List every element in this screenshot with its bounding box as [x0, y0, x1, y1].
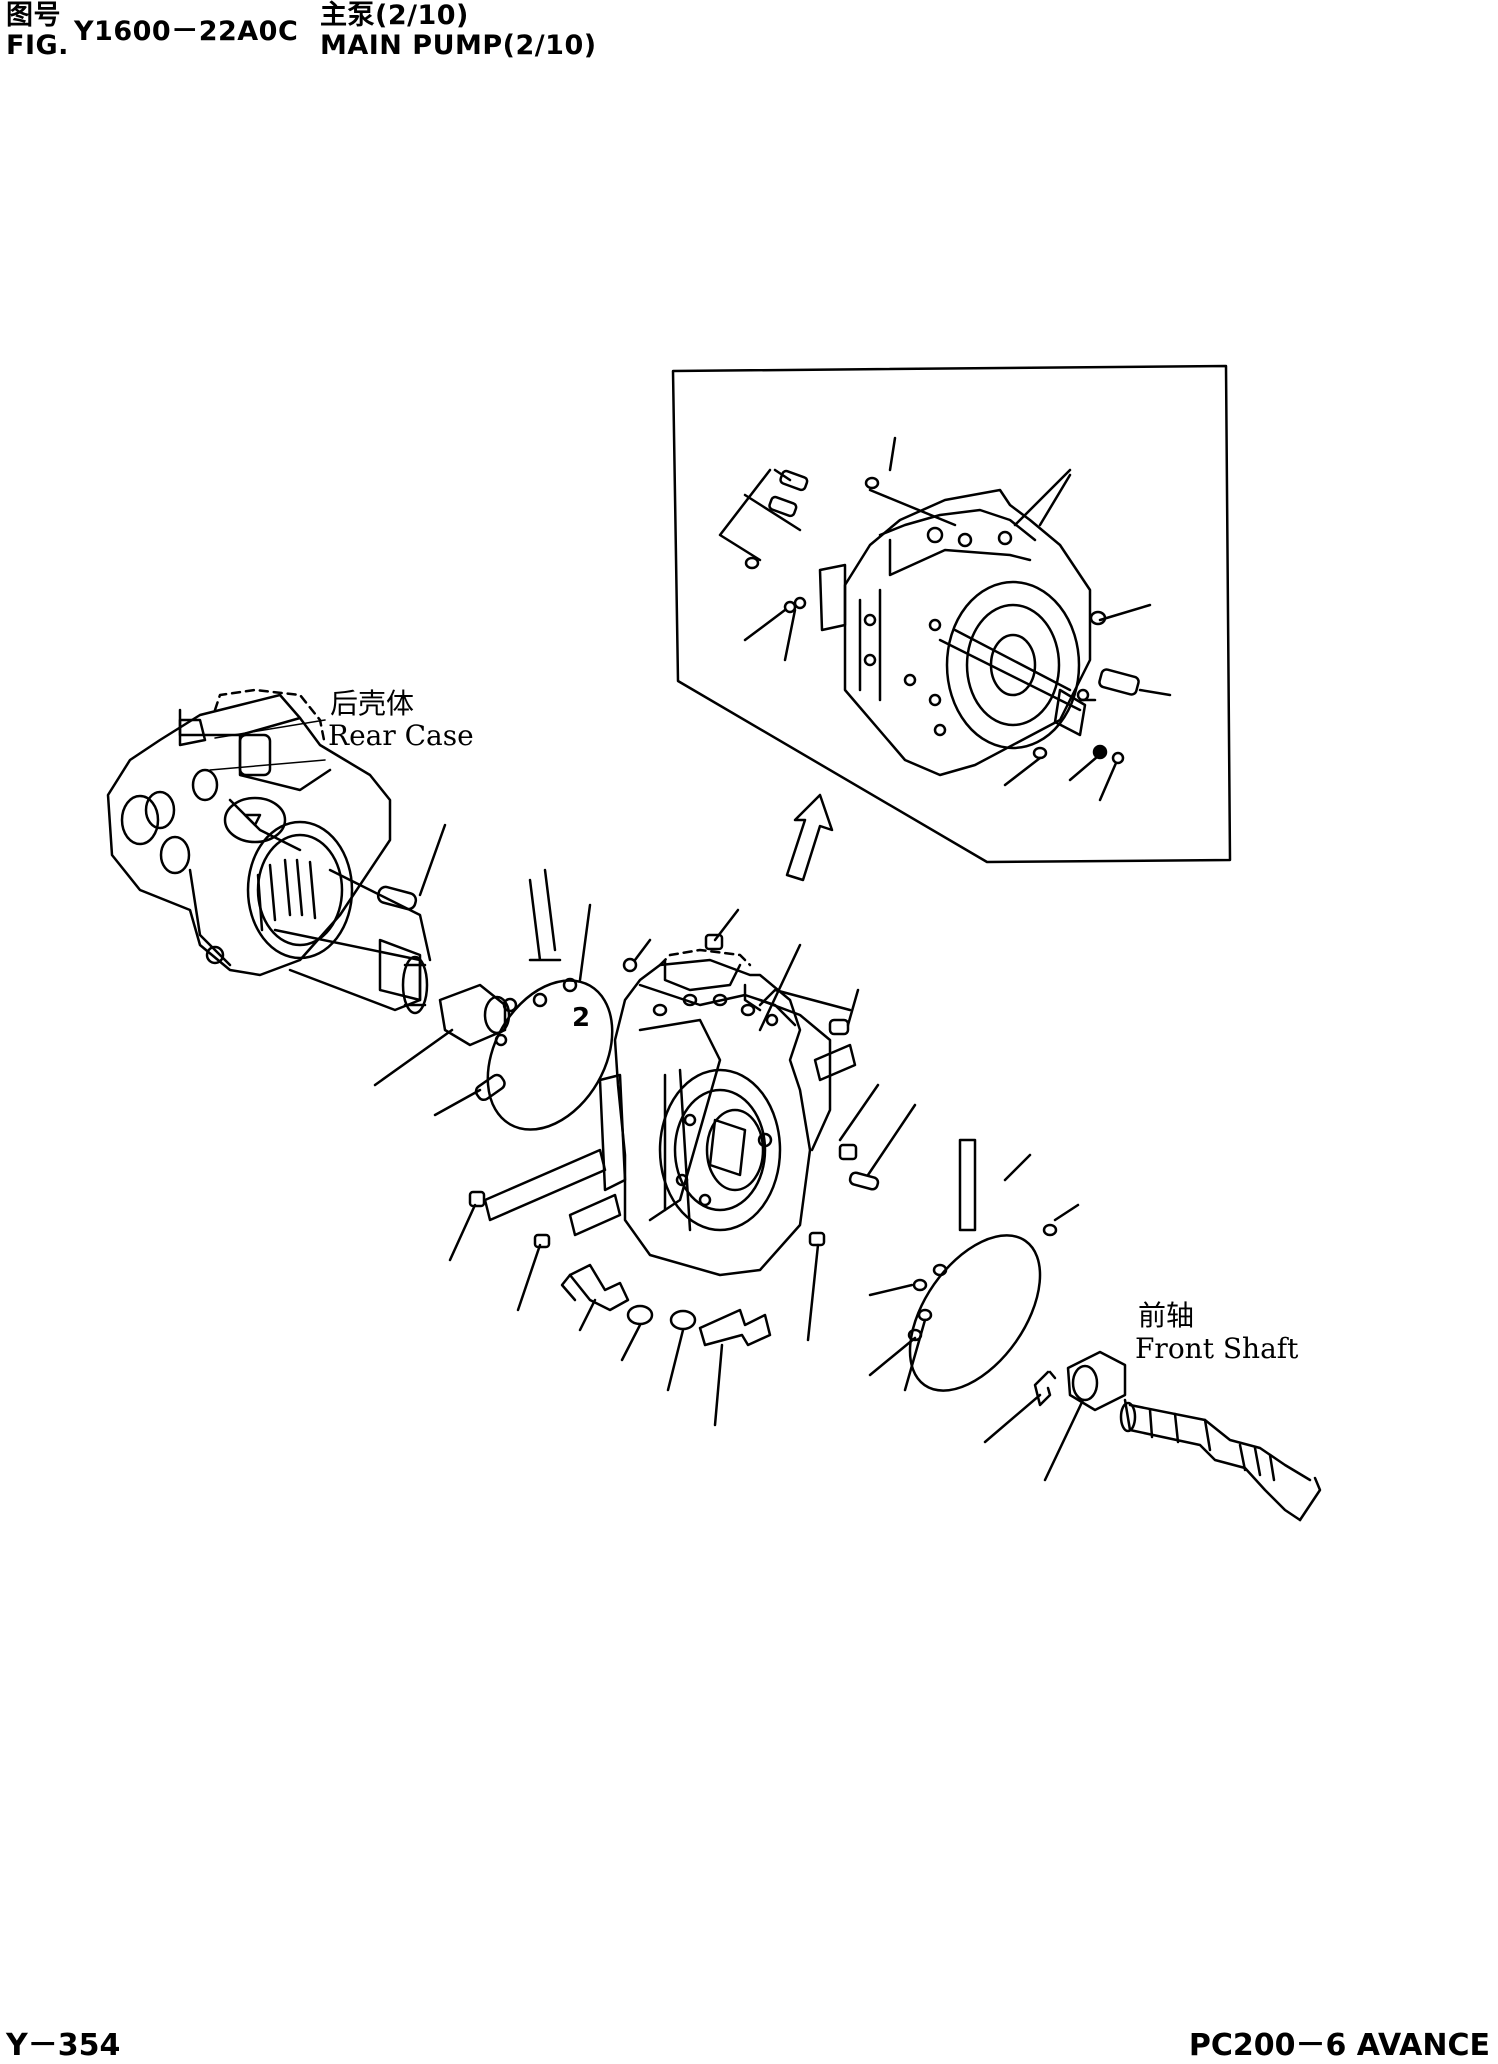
title-cn: 主泵(2/10): [320, 0, 469, 31]
gasket-plate: [433, 868, 652, 1131]
front-shaft-label-cn: 前轴: [1138, 1299, 1195, 1332]
fig-number: Y1600－22A0C: [74, 16, 299, 47]
model-name: PC200－6 AVANCE: [1188, 2028, 1490, 2063]
rear-case-label-en: Rear Case: [328, 719, 474, 752]
rear-bearing: [373, 983, 511, 1087]
fig-label-en: FIG.: [6, 30, 69, 61]
fig-label-cn: 图号: [6, 0, 61, 31]
page-code: Y－354: [6, 2028, 121, 2063]
rear-case-label-cn: 后壳体: [330, 687, 415, 720]
bolts-washers: [560, 1263, 772, 1427]
front-seal-parts: [868, 1138, 1127, 1482]
rear-pin: [376, 823, 447, 911]
rear-case-assembly: [106, 688, 432, 1015]
inset-detail-box: [671, 364, 1232, 864]
front-shaft-label-en: Front Shaft: [1135, 1332, 1299, 1365]
front-shaft: [1119, 1398, 1322, 1522]
center-valve-block: [448, 908, 917, 1342]
inset-arrow: [785, 793, 834, 882]
title-en: MAIN PUMP(2/10): [320, 30, 597, 61]
callout-number: 2: [572, 1003, 591, 1033]
